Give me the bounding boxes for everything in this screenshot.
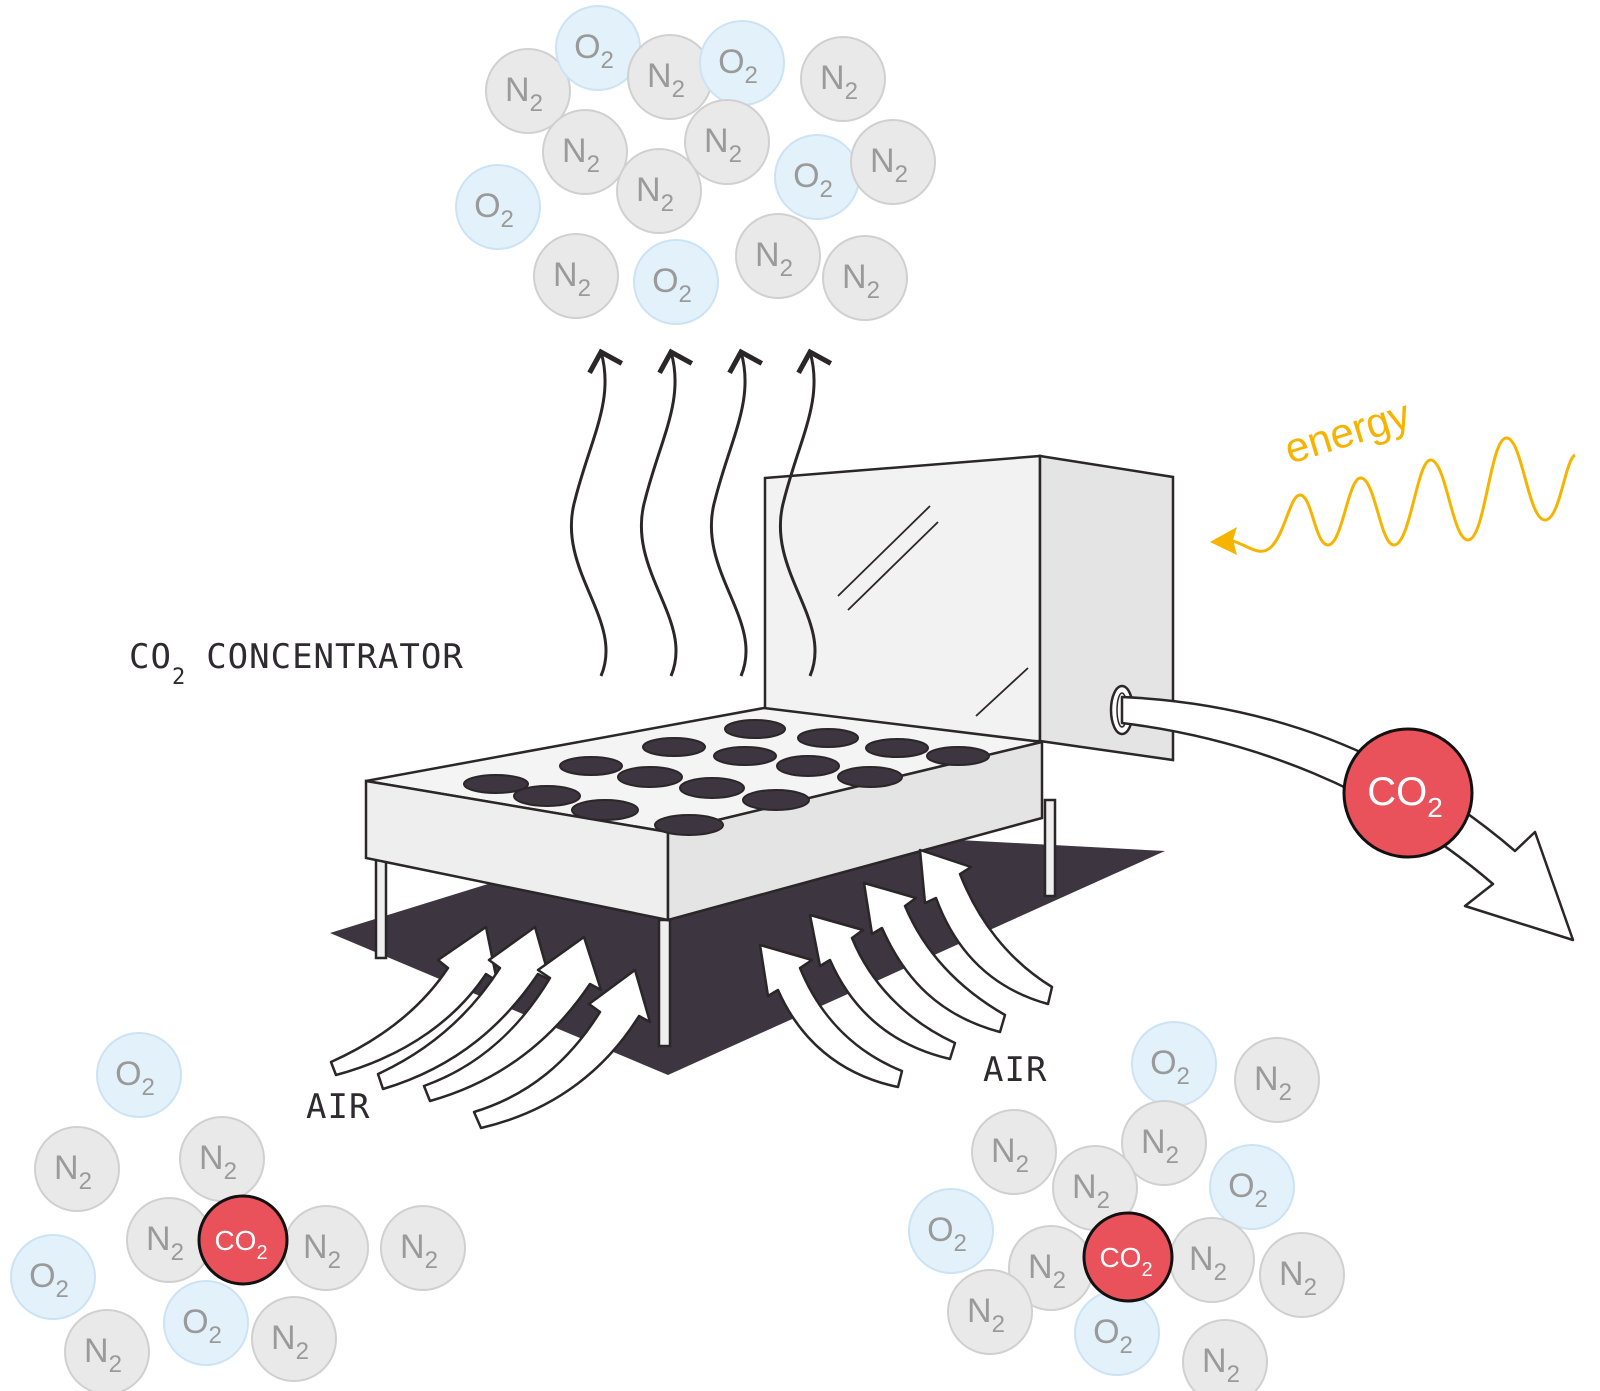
co2-molecule: CO2 [1342,727,1474,859]
n2-molecule: N2 [735,213,821,299]
svg-text:N2: N2 [1028,1248,1066,1294]
n2-molecule: N2 [1259,1232,1345,1318]
svg-text:N2: N2 [1072,1168,1110,1214]
svg-text:O2: O2 [182,1303,222,1349]
n2-molecule: N2 [800,36,886,122]
svg-text:O2: O2 [793,157,833,203]
svg-text:CO2: CO2 [214,1225,267,1264]
svg-text:N2: N2 [1189,1240,1227,1286]
n2-molecule: N2 [1169,1217,1255,1303]
n2-molecule: N2 [971,1109,1057,1195]
co2-concentrator-device-icon [364,454,1175,1048]
n2-molecule: N2 [542,109,628,195]
svg-text:O2: O2 [652,262,692,308]
svg-text:N2: N2 [199,1139,237,1185]
o2-molecule: O2 [10,1234,96,1320]
o2-molecule: O2 [633,239,719,325]
n2-molecule: N2 [380,1205,466,1291]
svg-text:N2: N2 [842,258,880,304]
svg-text:N2: N2 [505,71,543,117]
svg-text:O2: O2 [927,1211,967,1257]
svg-text:CO2: CO2 [1099,1242,1152,1281]
svg-text:N2: N2 [636,171,674,217]
n2-molecule: N2 [627,34,713,120]
n2-molecule: N2 [684,99,770,185]
air-intake-arrows-left [329,925,652,1130]
co2-molecule: CO2 [197,1194,289,1286]
n2-molecule: N2 [179,1116,265,1202]
n2-molecule: N2 [1121,1100,1207,1186]
n2-molecule: N2 [1182,1319,1268,1391]
n2-molecule: N2 [616,148,702,234]
svg-text:N2: N2 [146,1220,184,1266]
svg-text:O2: O2 [1228,1167,1268,1213]
svg-text:N2: N2 [1141,1123,1179,1169]
o2-molecule: O2 [774,134,860,220]
co2-output-arrow-icon [1120,695,1575,942]
n2-molecule: N2 [533,233,619,319]
svg-text:N2: N2 [870,142,908,188]
air-label-left: AIR [306,1087,370,1127]
n2-molecule: N2 [947,1269,1033,1355]
n2-molecule: N2 [126,1197,212,1283]
svg-text:N2: N2 [1279,1255,1317,1301]
n2-molecule: N2 [850,119,936,205]
n2-molecule: N2 [1052,1145,1138,1231]
n2-molecule: N2 [34,1126,120,1212]
co2-molecule: CO2 [1082,1211,1174,1303]
n2-molecule: N2 [1008,1225,1094,1311]
o2-molecule: O2 [1131,1021,1217,1107]
n2-molecule: N2 [251,1296,337,1382]
exhaust-air-arrows [569,348,833,677]
n2-molecule: N2 [283,1205,369,1291]
o2-molecule: O2 [555,5,641,91]
svg-text:N2: N2 [553,256,591,302]
o2-molecule: O2 [163,1280,249,1366]
n2-molecule: N2 [822,235,908,321]
svg-text:O2: O2 [115,1055,155,1101]
svg-text:O2: O2 [1093,1313,1133,1359]
energy-wave-icon [1210,436,1577,555]
svg-text:O2: O2 [1150,1044,1190,1090]
o2-molecule: O2 [908,1188,994,1274]
concentrator-label: CO2CONCENTRATOR [129,637,464,690]
o2-molecule: O2 [1074,1290,1160,1376]
o2-molecule: O2 [699,20,785,106]
svg-text:N2: N2 [271,1319,309,1365]
svg-text:O2: O2 [574,28,614,74]
svg-text:N2: N2 [303,1228,341,1274]
svg-text:O2: O2 [29,1257,69,1303]
o2-molecule: O2 [96,1032,182,1118]
svg-text:CO2: CO2 [1367,770,1443,823]
energy-label: energy [1279,390,1416,472]
svg-text:N2: N2 [400,1228,438,1274]
air-label-right: AIR [983,1050,1047,1090]
n2-molecule: N2 [1234,1037,1320,1123]
o2-molecule: O2 [455,164,541,250]
svg-text:O2: O2 [474,187,514,233]
svg-text:N2: N2 [1254,1060,1292,1106]
svg-text:N2: N2 [647,57,685,103]
air-intake-arrows-right [758,848,1054,1089]
n2-molecule: N2 [485,48,571,134]
vent-holes [463,719,990,836]
svg-text:N2: N2 [967,1292,1005,1338]
svg-text:N2: N2 [84,1332,122,1378]
svg-text:N2: N2 [54,1149,92,1195]
svg-text:N2: N2 [562,132,600,178]
svg-text:N2: N2 [704,122,742,168]
svg-text:O2: O2 [718,43,758,89]
svg-text:N2: N2 [820,59,858,105]
svg-text:N2: N2 [991,1132,1029,1178]
o2-molecule: O2 [1209,1144,1295,1230]
n2-molecule: N2 [64,1309,150,1391]
svg-text:N2: N2 [755,236,793,282]
svg-text:N2: N2 [1202,1342,1240,1388]
